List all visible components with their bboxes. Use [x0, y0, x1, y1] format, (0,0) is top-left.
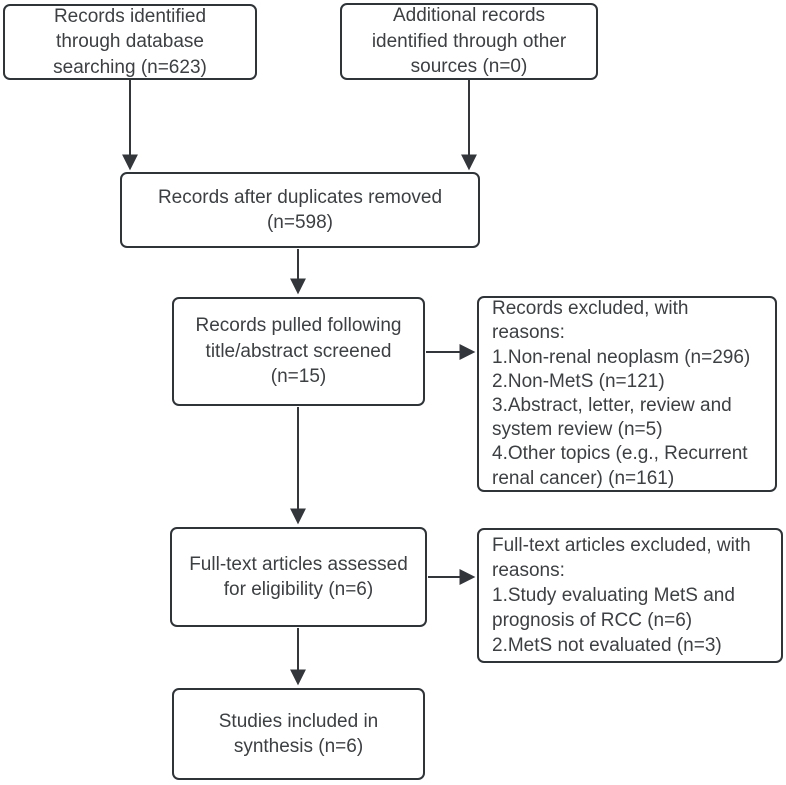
box-additional-records-other-sources: Additional records identified through ot… [340, 3, 598, 80]
box-records-identified-database: Records identified through database sear… [3, 4, 257, 80]
box-fulltext-articles-excluded-reasons: Full-text articles excluded, with reason… [477, 528, 783, 663]
box-records-title-abstract-screened: Records pulled following title/abstract … [172, 297, 425, 406]
box-studies-included-synthesis: Studies included in synthesis (n=6) [172, 688, 425, 780]
box-records-after-duplicates-removed: Records after duplicates removed (n=598) [120, 172, 480, 248]
box-records-excluded-reasons: Records excluded, with reasons: 1.Non-re… [477, 296, 777, 492]
box-fulltext-articles-assessed: Full-text articles assessed for eligibil… [170, 527, 427, 627]
